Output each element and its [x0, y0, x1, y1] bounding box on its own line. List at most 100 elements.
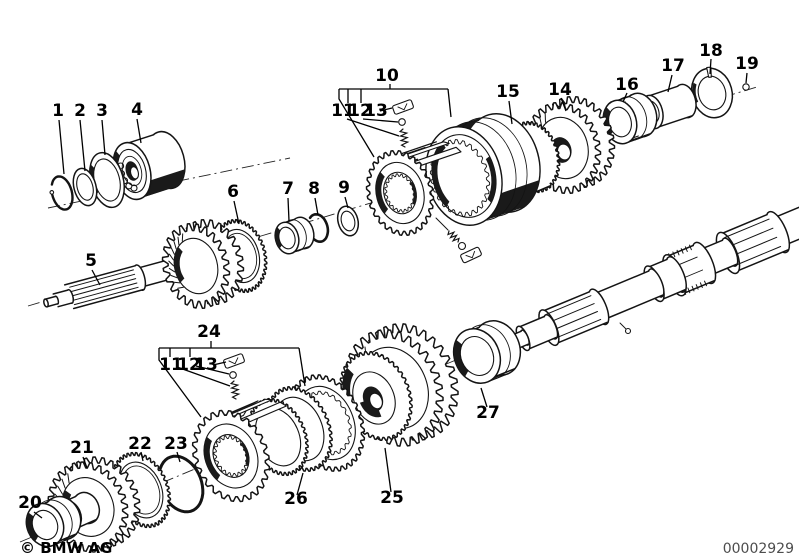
- edge-line: [552, 311, 598, 331]
- callout-c23: 23: [164, 434, 188, 454]
- edge-line: [168, 253, 174, 261]
- detent-ball: [398, 118, 406, 126]
- callout-c27: 27: [476, 403, 500, 423]
- edge-line: [549, 303, 595, 323]
- callout-c11b: 11: [159, 355, 183, 375]
- leader-line: [622, 92, 628, 103]
- callout-c13a: 13: [364, 101, 388, 121]
- edge-line: [691, 285, 695, 292]
- edge-line: [676, 249, 680, 256]
- edge-line: [738, 248, 790, 272]
- edge-line: [528, 336, 558, 350]
- part-5-input-shaft: [43, 218, 245, 310]
- edge-line: [728, 227, 774, 248]
- edge-line: [619, 322, 627, 330]
- body-surface: [589, 271, 664, 320]
- leader-line: [296, 472, 304, 496]
- ellipse-edge: [173, 237, 219, 295]
- shading: [204, 436, 221, 481]
- edge-line: [515, 315, 546, 329]
- edge-line: [555, 318, 602, 339]
- callout-c6: 6: [227, 182, 239, 202]
- edge-line: [70, 273, 136, 293]
- bracket-group-10: [338, 84, 452, 158]
- edge-line: [52, 289, 69, 295]
- edge-line: [680, 248, 684, 254]
- callout-c5: 5: [85, 251, 97, 271]
- detent-set-lower: [223, 353, 245, 400]
- edge-line: [603, 294, 665, 321]
- callout-c15: 15: [496, 82, 520, 102]
- detent-set-upper: [392, 99, 414, 148]
- edge-line: [724, 218, 770, 238]
- shading: [410, 181, 417, 205]
- leader-line: [667, 74, 673, 93]
- part-9-washer: [336, 205, 360, 237]
- edge-line: [61, 478, 66, 489]
- part-19-ball: [742, 83, 750, 91]
- bracket-links-group-24: [176, 361, 231, 387]
- edge-line: [494, 368, 516, 378]
- leader-line: [314, 197, 319, 216]
- detent-spring: [447, 230, 460, 243]
- callout-c11a: 11: [331, 101, 355, 121]
- shading: [240, 441, 249, 466]
- image-number: 00002929: [723, 541, 794, 557]
- bracket-group-24: [158, 341, 306, 418]
- edge-line: [557, 321, 609, 344]
- callout-c25: 25: [380, 488, 404, 508]
- leader-line: [508, 100, 513, 125]
- ellipse-edge: [129, 166, 140, 180]
- leader-line: [233, 200, 240, 225]
- edge-line: [168, 267, 176, 273]
- edge-line: [704, 280, 707, 287]
- ellipse-edge: [76, 173, 94, 201]
- edge-line: [170, 275, 178, 279]
- part-10-detent-in-place: [435, 217, 482, 264]
- edge-line: [69, 269, 134, 288]
- callout-leader-lines: [33, 58, 748, 519]
- ellipse-edge: [212, 434, 250, 478]
- copyright-text: © BMW AG: [20, 539, 112, 557]
- callout-c10: 10: [375, 66, 399, 86]
- output-shaft: [507, 206, 799, 352]
- ellipse-edge: [31, 509, 59, 541]
- leader-line: [79, 119, 86, 172]
- shift-key: [223, 353, 245, 369]
- leader-line: [344, 196, 349, 209]
- internal-spline: [384, 173, 416, 213]
- leader-line: [101, 119, 106, 156]
- callout-c4: 4: [131, 100, 143, 120]
- callout-c20: 20: [18, 493, 42, 513]
- shading: [375, 172, 389, 214]
- internal-spline: [213, 435, 249, 477]
- callout-c2: 2: [74, 101, 86, 121]
- edge-line: [630, 133, 652, 142]
- edge-line: [72, 288, 145, 310]
- edge-line: [177, 236, 180, 246]
- edge-line: [684, 279, 716, 294]
- parts-artwork: [25, 66, 799, 553]
- leader-line: [176, 451, 181, 463]
- edge-line: [716, 213, 768, 237]
- edge-line: [63, 265, 136, 286]
- detent-ball: [457, 241, 467, 251]
- shift-key: [460, 246, 482, 264]
- leader-line: [136, 118, 142, 144]
- detent-ball: [229, 371, 237, 379]
- snap-ring-arc: [157, 454, 205, 514]
- edge-line: [538, 291, 591, 314]
- callout-c12b: 12: [177, 355, 201, 375]
- body-shading: [143, 169, 185, 198]
- detent-leader: [435, 217, 449, 231]
- ellipse-edge: [369, 392, 383, 410]
- callout-c14: 14: [548, 80, 572, 100]
- edge-line: [177, 286, 184, 289]
- ellipse-edge: [121, 155, 143, 187]
- edge-line: [731, 236, 778, 257]
- callout-c9: 9: [338, 178, 350, 198]
- detent-spring: [229, 380, 241, 400]
- edge-line: [735, 246, 782, 266]
- edge-line: [57, 302, 74, 308]
